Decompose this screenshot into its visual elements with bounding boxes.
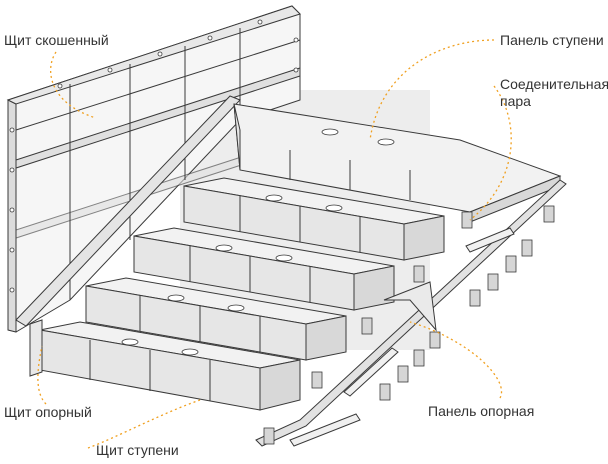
label-step-shield: Щит ступени xyxy=(96,442,179,458)
support-shield xyxy=(29,319,43,377)
step-holes xyxy=(121,128,395,356)
label-step-panel: Панель ступени xyxy=(500,32,604,48)
support-panel xyxy=(255,179,567,447)
step-5 xyxy=(233,103,562,223)
connecting-clamps xyxy=(263,205,555,445)
leader-step-panel xyxy=(369,39,495,141)
leader-connecting-pair xyxy=(469,85,512,221)
step-4 xyxy=(183,177,445,261)
leader-support-panel xyxy=(409,321,503,399)
label-connecting-pair-line2: пара xyxy=(500,93,531,109)
label-support-shield: Щит опорный xyxy=(4,404,92,420)
leader-shield-slanted xyxy=(49,51,97,119)
step-3 xyxy=(133,227,395,311)
label-shield-slanted: Щит скошенный xyxy=(4,32,109,48)
slanted-shield xyxy=(6,5,301,333)
leader-step-shield xyxy=(87,399,201,449)
label-support-panel: Панель опорная xyxy=(428,403,535,419)
leader-lines xyxy=(37,39,512,449)
step-2 xyxy=(85,277,347,361)
label-connecting-pair-line1: Соеденительная xyxy=(500,76,608,92)
slanted-shield-bolts xyxy=(9,19,299,293)
